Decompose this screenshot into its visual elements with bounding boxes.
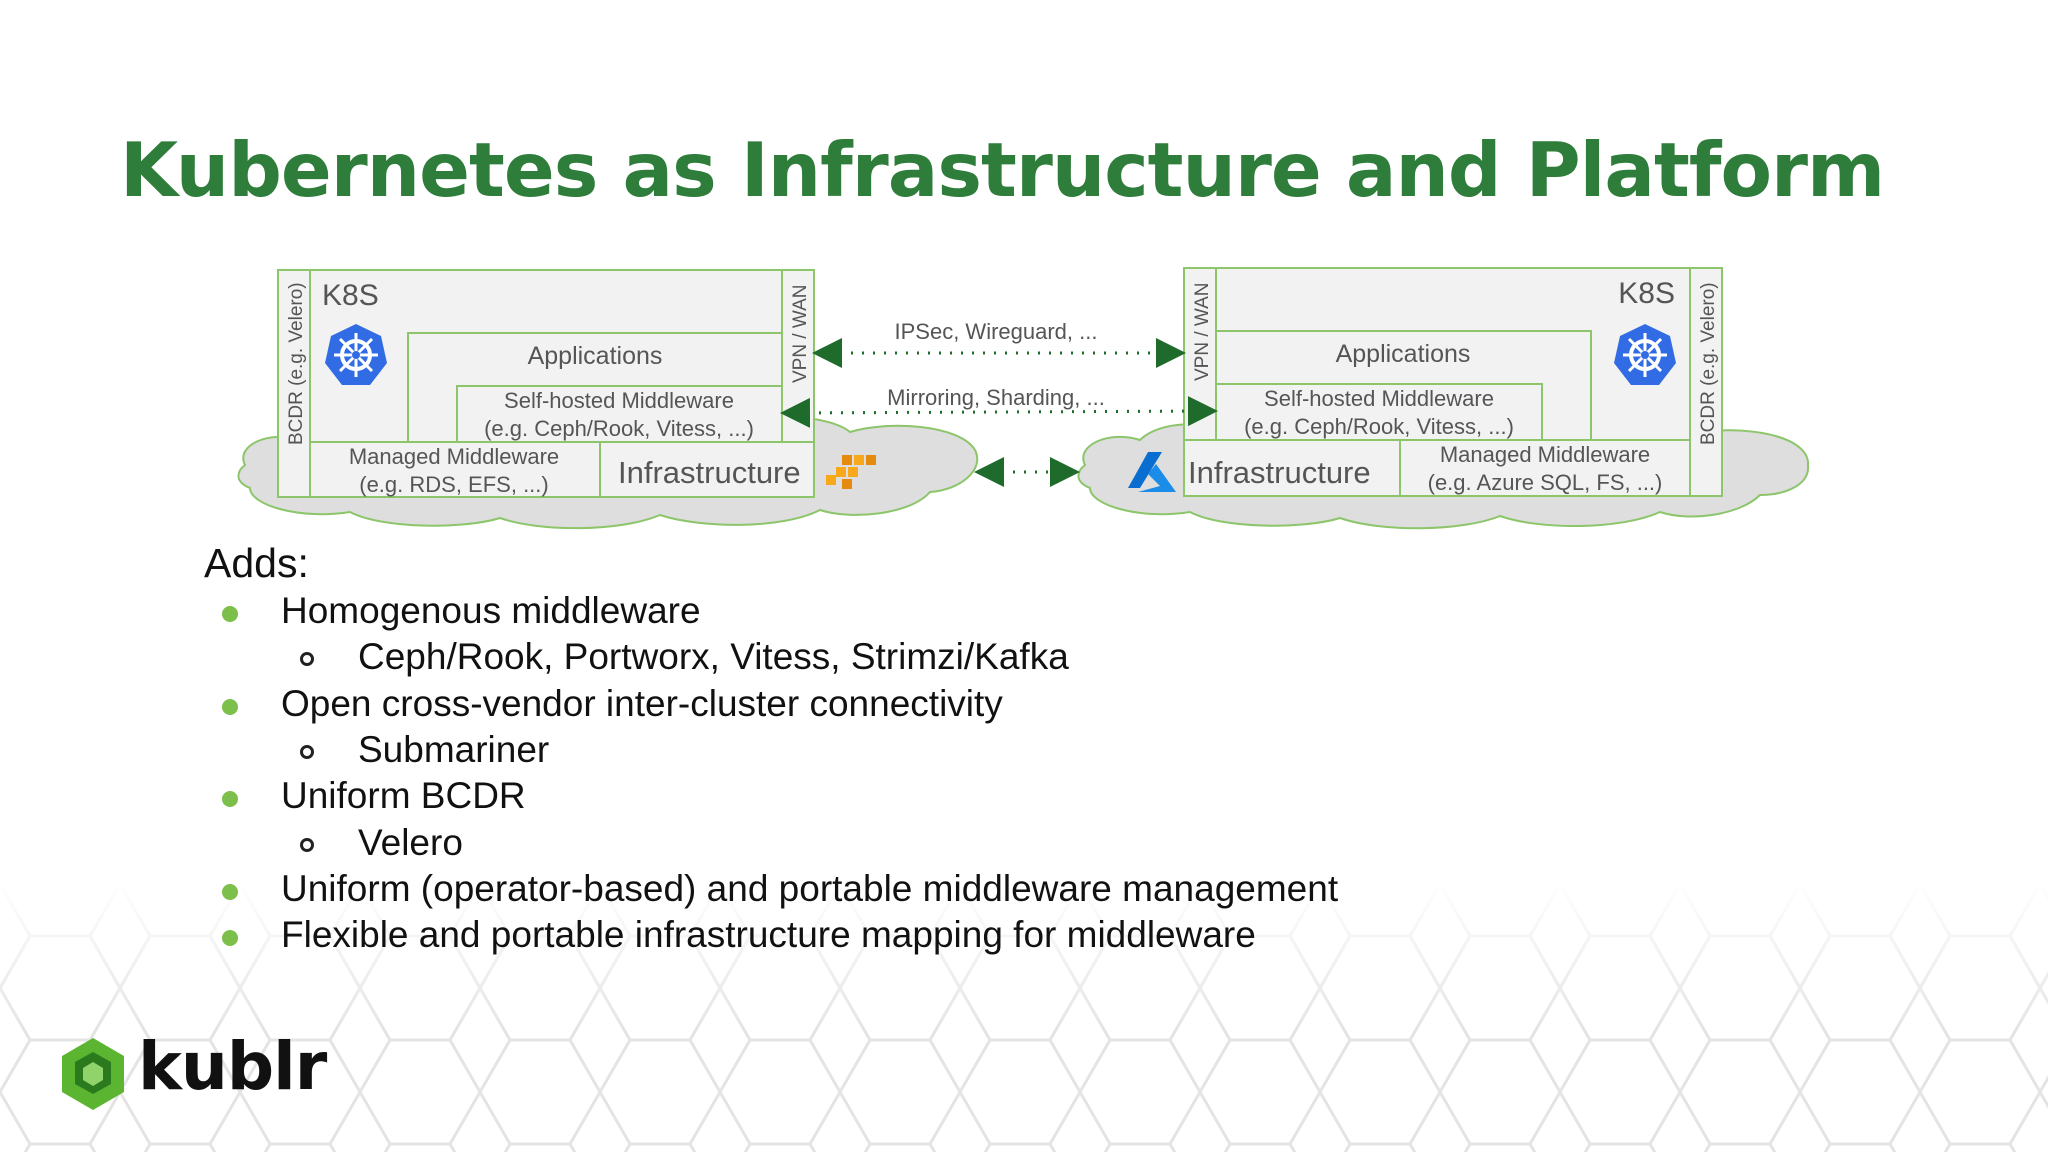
kublr-logo-text: kublr [138, 1028, 327, 1105]
bullet-item: Flexible and portable infrastructure map… [281, 914, 1256, 955]
left-vpn-label: VPN / WAN [790, 284, 811, 383]
left-managed-line1: Managed Middleware [349, 444, 559, 469]
left-selfhosted-line1: Self-hosted Middleware [504, 388, 734, 413]
bullet-dot [222, 699, 238, 715]
bullet-item: Uniform BCDR [281, 775, 526, 816]
data-replication-connection: Mirroring, Sharding, ... [780, 385, 1218, 428]
slide-title: Kubernetes as Infrastructure and Platfor… [120, 126, 1885, 214]
bullet-item: Uniform (operator-based) and portable mi… [281, 868, 1339, 909]
right-managed-line2: (e.g. Azure SQL, FS, ...) [1428, 470, 1663, 495]
right-k8s-label: K8S [1618, 277, 1675, 310]
right-managed-line1: Managed Middleware [1440, 442, 1650, 467]
right-infrastructure-label: Infrastructure [1188, 455, 1371, 490]
right-selfhosted-line2: (e.g. Ceph/Rook, Vitess, ...) [1244, 414, 1514, 439]
bullet-dot [222, 791, 238, 807]
left-k8s-cluster: K8S BCDR (e.g. Velero) VPN / WAN Applica… [277, 269, 876, 498]
left-k8s-label: K8S [322, 279, 379, 312]
sub-bullet-item: Submariner [358, 729, 550, 770]
left-kubernetes-icon [325, 324, 387, 385]
left-managed-line2: (e.g. RDS, EFS, ...) [359, 472, 548, 497]
left-selfhosted-line2: (e.g. Ceph/Rook, Vitess, ...) [484, 416, 754, 441]
bullet-dot [222, 930, 238, 946]
adds-heading: Adds: [204, 540, 309, 586]
sub-bullet-item: Ceph/Rook, Portworx, Vitess, Strimzi/Kaf… [358, 636, 1069, 677]
data-link-label: Mirroring, Sharding, ... [887, 385, 1105, 410]
kublr-logo-icon [62, 1038, 124, 1110]
vpn-connection: IPSec, Wireguard, ... [812, 319, 1186, 368]
right-applications-label: Applications [1336, 340, 1471, 368]
left-applications-label: Applications [528, 342, 663, 370]
right-selfhosted-line1: Self-hosted Middleware [1264, 386, 1494, 411]
right-k8s-cluster: K8S BCDR (e.g. Velero) VPN / WAN Applica… [1128, 267, 1723, 497]
bullet-dot [222, 884, 238, 900]
aws-icon [826, 455, 876, 489]
bullet-item: Homogenous middleware [281, 590, 701, 631]
sub-bullet-item: Velero [358, 822, 463, 863]
bullet-item: Open cross-vendor inter-cluster connecti… [281, 683, 1003, 724]
left-infrastructure-label: Infrastructure [618, 455, 801, 490]
vpn-link-label: IPSec, Wireguard, ... [895, 319, 1098, 344]
left-bcdr-label: BCDR (e.g. Velero) [286, 282, 307, 445]
sub-bullet-circle [300, 745, 314, 759]
sub-bullet-circle [300, 838, 314, 852]
bullet-dot [222, 606, 238, 622]
right-vpn-label: VPN / WAN [1192, 282, 1213, 381]
azure-icon [1128, 452, 1176, 492]
sub-bullet-circle [300, 652, 314, 666]
right-kubernetes-icon [1614, 324, 1676, 385]
right-bcdr-label: BCDR (e.g. Velero) [1698, 282, 1719, 445]
